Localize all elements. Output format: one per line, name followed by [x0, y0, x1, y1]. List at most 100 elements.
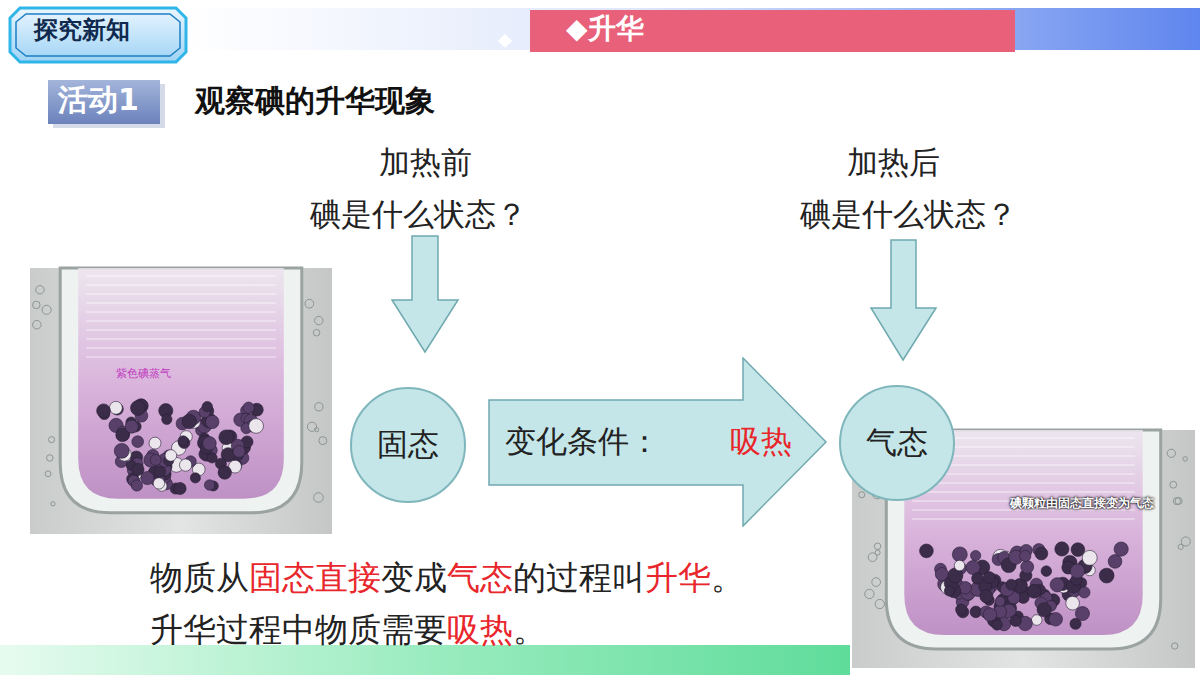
- section-banner: [530, 10, 1015, 52]
- water-bubble: [49, 437, 55, 443]
- glass-reflection: [86, 311, 276, 313]
- water-bubble: [1183, 457, 1188, 462]
- glass-reflection: [86, 320, 276, 322]
- iodine-grain: [1071, 543, 1085, 557]
- iodine-grain: [233, 445, 245, 457]
- condition-value: 吸热: [730, 423, 792, 460]
- iodine-grain: [203, 437, 217, 451]
- iodine-photo-before: [30, 268, 332, 534]
- definition-keyword: 气态: [447, 558, 513, 598]
- definition-text: 变成: [381, 558, 447, 598]
- iodine-grain: [155, 466, 166, 477]
- banner-underline: [530, 52, 1015, 55]
- stage-question: 碘是什么状态？: [800, 196, 1017, 233]
- iodine-grain: [992, 620, 1003, 631]
- iodine-grain: [1050, 578, 1064, 592]
- iodine-grain: [995, 596, 1005, 606]
- water-bubble: [42, 305, 51, 314]
- iodine-grain: [202, 401, 212, 411]
- water-bubble: [1172, 643, 1178, 649]
- water-bubble: [874, 543, 880, 549]
- iodine-grain: [162, 414, 172, 424]
- water-bubble: [319, 437, 327, 445]
- iodine-grain: [150, 454, 161, 465]
- glass-reflection: [912, 491, 1134, 493]
- photo-caption: 紫色碘蒸气: [116, 367, 171, 380]
- water-bubble: [47, 455, 54, 462]
- iodine-grain: [956, 604, 967, 615]
- iodine-grain: [1027, 584, 1041, 598]
- water-bubble: [51, 502, 55, 506]
- iodine-grain: [1037, 603, 1051, 617]
- iodine-grain: [970, 550, 980, 560]
- water-bubble: [45, 471, 51, 477]
- glass-reflection: [86, 284, 276, 286]
- iodine-grain: [1108, 555, 1122, 569]
- state-circle: 固态: [350, 387, 466, 503]
- activity-badge: [48, 80, 160, 124]
- definition-keyword: 直接: [315, 558, 381, 598]
- definition-text: 物质从: [150, 558, 249, 598]
- iodine-grain: [132, 463, 144, 475]
- conclusion-text: 。: [513, 610, 546, 650]
- glass-reflection: [86, 347, 276, 349]
- iodine-grain: [149, 437, 161, 449]
- water-bubble: [865, 589, 874, 598]
- iodine-grain: [1035, 547, 1048, 560]
- section-badge: [10, 8, 186, 62]
- water-bubble: [875, 550, 880, 555]
- glass-reflection: [86, 275, 276, 277]
- iodine-grain: [243, 402, 254, 413]
- water-bubble: [1181, 537, 1190, 546]
- water-bubble: [1170, 481, 1177, 488]
- badge-inner-frame: [16, 14, 180, 56]
- iodine-grain: [1075, 607, 1089, 621]
- iodine-grain: [1031, 615, 1042, 626]
- iodine-grain: [249, 419, 264, 434]
- iodine-grain: [153, 478, 164, 489]
- water-bubble: [33, 301, 41, 309]
- down-arrow: [392, 236, 458, 352]
- iodine-grain: [125, 420, 138, 433]
- glass-reflection: [86, 329, 276, 331]
- iodine-grain: [165, 450, 177, 462]
- water-bubble: [33, 320, 41, 328]
- conclusion-text: 升华过程中物质需要: [150, 610, 447, 650]
- iodine-grain: [190, 473, 200, 483]
- glass-reflection: [86, 293, 276, 295]
- iodine-grain: [983, 572, 995, 584]
- water-bubble: [313, 329, 320, 336]
- slide-title: 观察碘的升华现象: [195, 83, 435, 119]
- iodine-grain: [1021, 561, 1034, 574]
- iodine-grain: [952, 547, 967, 562]
- water-bubble: [36, 286, 44, 294]
- sentence-line: 升华过程中物质需要吸热。: [150, 610, 546, 650]
- iodine-grain: [1006, 579, 1017, 590]
- iodine-grain: [1010, 615, 1022, 627]
- iodine-grain: [218, 466, 231, 479]
- iodine-grain: [182, 414, 197, 429]
- iodine-grain: [219, 430, 234, 445]
- definition-keyword: 固态: [249, 558, 315, 598]
- iodine-grain: [179, 459, 191, 471]
- state-label: 气态: [866, 424, 928, 461]
- water-bubble: [307, 422, 316, 431]
- sentence-line: 物质从固态直接变成气态的过程叫升华。: [150, 558, 744, 598]
- definition-keyword: 升华: [645, 558, 711, 598]
- arrow-body: [489, 358, 826, 526]
- iodine-grain: [954, 560, 965, 571]
- iodine-grain: [1114, 542, 1128, 556]
- iodine-vapor: [78, 268, 284, 499]
- header-diamond: [498, 34, 512, 48]
- iodine-grain: [204, 480, 214, 490]
- iodine-grain: [109, 401, 122, 414]
- iodine-grain: [114, 443, 129, 458]
- photo-ground: [30, 268, 332, 534]
- iodine-grain: [1055, 542, 1069, 556]
- water-bubble: [315, 427, 319, 431]
- iodine-grain: [920, 544, 934, 558]
- glass-reflection: [86, 302, 276, 304]
- water-bubble: [305, 299, 314, 308]
- section-badge-text: 探究新知: [34, 16, 130, 45]
- iodine-grain: [1099, 568, 1114, 583]
